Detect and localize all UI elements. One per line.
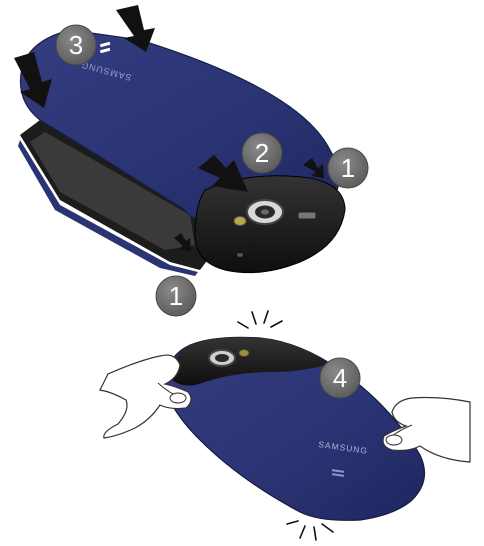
step-number-1-bottom: 1 xyxy=(169,281,183,311)
bottom-phone-illustration: SAMSUNG xyxy=(100,311,470,540)
step-number-2: 2 xyxy=(255,138,269,168)
camera-flash xyxy=(234,217,246,226)
left-hand xyxy=(100,355,191,438)
step-badge-2: 2 xyxy=(242,133,282,173)
camera-flash-bottom xyxy=(239,350,249,357)
step-number-3: 3 xyxy=(69,30,83,60)
usb-port xyxy=(298,212,316,219)
snap-lines-top xyxy=(238,311,282,328)
step-number-4: 4 xyxy=(333,363,347,393)
top-phone-illustration: SAMSUNG 3 2 xyxy=(14,5,368,316)
step-badge-4: 4 xyxy=(320,358,360,398)
snap-lines-bottom xyxy=(287,521,333,540)
step-badge-3: 3 xyxy=(56,25,96,65)
step-badge-1-top: 1 xyxy=(328,148,368,188)
step-number-1-top: 1 xyxy=(341,153,355,183)
step-badge-1-bottom: 1 xyxy=(156,276,196,316)
